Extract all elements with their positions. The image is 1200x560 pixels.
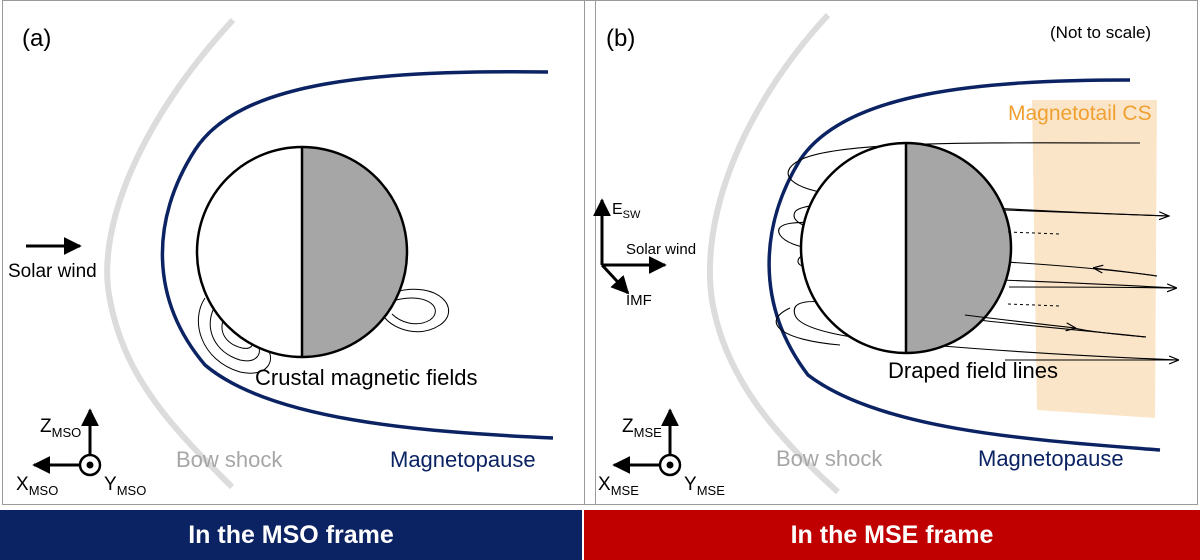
planet-mars [195,145,409,359]
panel-b-frame [584,0,1198,505]
diagram-canvas: (a) [8,12,1200,498]
solar-wind-label: Solar wind [8,261,97,282]
imf-label: IMF [626,292,652,309]
bow-shock-label: Bow shock [176,447,283,472]
bow-shock-curve-b [706,12,841,495]
x-mse-label: XMSE [598,474,639,498]
z-mso-label: ZMSO [40,416,81,440]
current-sheet-label: Magnetotail CS [1008,102,1152,125]
magnetopause-curve-b [767,78,1161,452]
magnetopause-label: Magnetopause [390,447,536,472]
magnetopause-label-b: Magnetopause [978,446,1124,471]
bow-shock-curve [104,17,236,490]
draped-field-lines-front [964,209,1178,360]
footer-mso-frame: In the MSO frame [0,510,582,560]
magnetotail-current-sheet [1032,100,1157,418]
y-mso-label: YMSO [104,474,146,498]
mso-axis-triad: ZMSO XMSO YMSO [16,408,146,498]
mse-axis-triad: ZMSE XMSE YMSE [598,408,725,498]
panel-b-label: (b) [606,25,635,52]
draped-field-lines-label: Draped field lines [888,358,1058,383]
bow-shock-label-b: Bow shock [776,446,883,471]
hidden-field-line-segments [1007,231,1061,307]
y-mse-label: YMSE [684,474,725,498]
panel-a: (a) [8,17,554,498]
z-mse-label: ZMSE [622,416,662,440]
crustal-fields-label: Crustal magnetic fields [255,365,478,390]
footer-mse-frame: In the MSE frame [584,510,1200,560]
panel-a-label: (a) [22,25,51,52]
inset-solar-wind-label: Solar wind [626,241,696,258]
field-geometry-inset: ESW Solar wind IMF [593,198,696,309]
x-mso-label: XMSO [16,474,58,498]
magnetopause-curve [160,70,554,440]
e-sw-label: ESW [612,201,641,221]
panel-b: Magnetotail CS (b) (Not to scale) [593,12,1178,498]
crustal-loops-right [384,288,450,333]
panel-a-frame [2,0,596,505]
planet-mars-b [799,141,1013,355]
not-to-scale-note: (Not to scale) [1050,23,1151,42]
